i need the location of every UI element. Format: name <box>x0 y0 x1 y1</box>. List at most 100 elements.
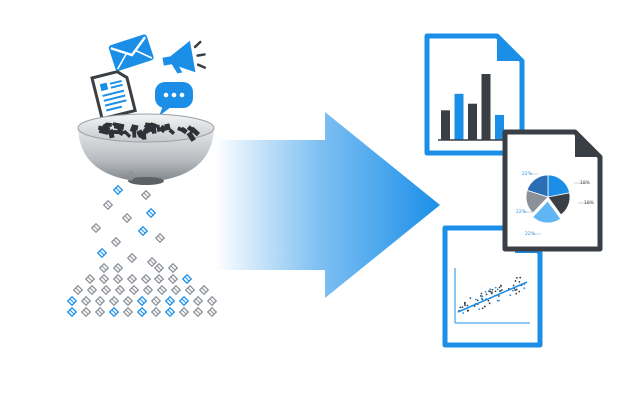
data-particle <box>112 262 124 274</box>
scatter-point <box>515 292 518 295</box>
scatter-point <box>488 290 490 293</box>
data-particle <box>80 295 92 307</box>
megaphone-icon <box>162 40 207 74</box>
data-particle <box>86 284 98 296</box>
data-particle <box>142 284 154 296</box>
scatter-point <box>494 286 497 289</box>
data-particle <box>72 284 84 296</box>
data-particle <box>126 252 138 264</box>
data-particle <box>140 189 152 201</box>
data-particle <box>102 199 114 211</box>
data-particle <box>66 295 78 307</box>
data-particle <box>96 247 108 259</box>
scatter-point <box>514 289 517 292</box>
data-particle <box>153 262 165 274</box>
data-particle <box>206 306 218 318</box>
data-particle <box>192 295 204 307</box>
pie-slice <box>526 174 549 198</box>
scatter-point <box>462 312 465 314</box>
data-particle <box>80 306 92 318</box>
scatter-point <box>489 288 492 291</box>
data-particle <box>112 273 124 285</box>
scatter-point <box>459 306 462 309</box>
bar <box>481 74 491 140</box>
data-particle <box>121 212 133 224</box>
data-particle <box>128 284 140 296</box>
scatter-point <box>514 280 517 282</box>
scatter-point <box>481 307 484 310</box>
data-particle <box>184 284 196 296</box>
bar <box>441 110 450 140</box>
data-particle <box>178 306 190 318</box>
data-particle <box>181 273 193 285</box>
data-particle <box>156 284 168 296</box>
scatter-point <box>479 295 482 297</box>
pie-label: 18% <box>584 200 595 206</box>
scatter-point <box>474 298 477 301</box>
data-particle <box>206 295 218 307</box>
scatter-point <box>478 308 481 311</box>
scatter-point <box>464 304 466 307</box>
data-particle <box>110 236 122 248</box>
data-particle <box>137 225 149 237</box>
data-particle <box>90 222 102 234</box>
arrow-right-icon <box>215 112 440 298</box>
scatter-point <box>509 294 512 297</box>
data-particle <box>167 262 179 274</box>
scatter-point <box>464 301 466 304</box>
data-particle <box>108 306 120 318</box>
scatter-point <box>491 288 494 291</box>
pie-label: 22% <box>525 231 536 237</box>
scatter-point <box>485 293 488 296</box>
data-particle <box>140 273 152 285</box>
bar <box>495 114 504 140</box>
document-icon <box>90 70 137 121</box>
scatter-point <box>518 290 521 293</box>
scatter-point <box>481 295 484 298</box>
data-particle <box>153 273 165 285</box>
scatter-point <box>488 302 491 305</box>
data-particle <box>145 207 157 219</box>
pie-slice <box>532 200 562 224</box>
scatter-point <box>469 297 472 299</box>
data-particle <box>122 306 134 318</box>
bar <box>454 93 464 140</box>
scatter-point <box>490 292 493 295</box>
data-particle <box>198 284 210 296</box>
pie-label: 18% <box>580 180 591 186</box>
scatter-point <box>466 304 469 307</box>
scatter-plot-document-icon <box>442 225 543 348</box>
data-particle <box>146 256 158 268</box>
data-particle <box>114 284 126 296</box>
data-particle <box>94 295 106 307</box>
data-particle <box>94 306 106 318</box>
scatter-point <box>494 290 497 293</box>
data-particle <box>108 295 120 307</box>
scatter-point <box>480 297 483 300</box>
scatter-point <box>511 289 514 292</box>
data-particle <box>154 232 166 244</box>
scatter-point <box>512 284 515 287</box>
data-particle <box>122 295 134 307</box>
data-particle <box>136 306 148 318</box>
data-particle <box>125 170 137 182</box>
data-particle <box>164 295 176 307</box>
bar-chart-document-icon <box>424 33 525 156</box>
scatter-point <box>487 299 490 302</box>
scatter-point <box>523 287 526 290</box>
scatter-point <box>467 309 469 312</box>
pie-label: 22% <box>522 171 533 177</box>
data-particle <box>98 273 110 285</box>
data-particle <box>167 273 179 285</box>
scatter-point <box>496 299 499 302</box>
data-particle <box>164 306 176 318</box>
scatter-point <box>515 277 518 279</box>
data-particle <box>150 306 162 318</box>
data-particle <box>66 306 78 318</box>
data-particle <box>84 273 96 285</box>
data-particle <box>178 295 190 307</box>
pie-label: 22% <box>516 209 527 215</box>
data-particle <box>100 284 112 296</box>
